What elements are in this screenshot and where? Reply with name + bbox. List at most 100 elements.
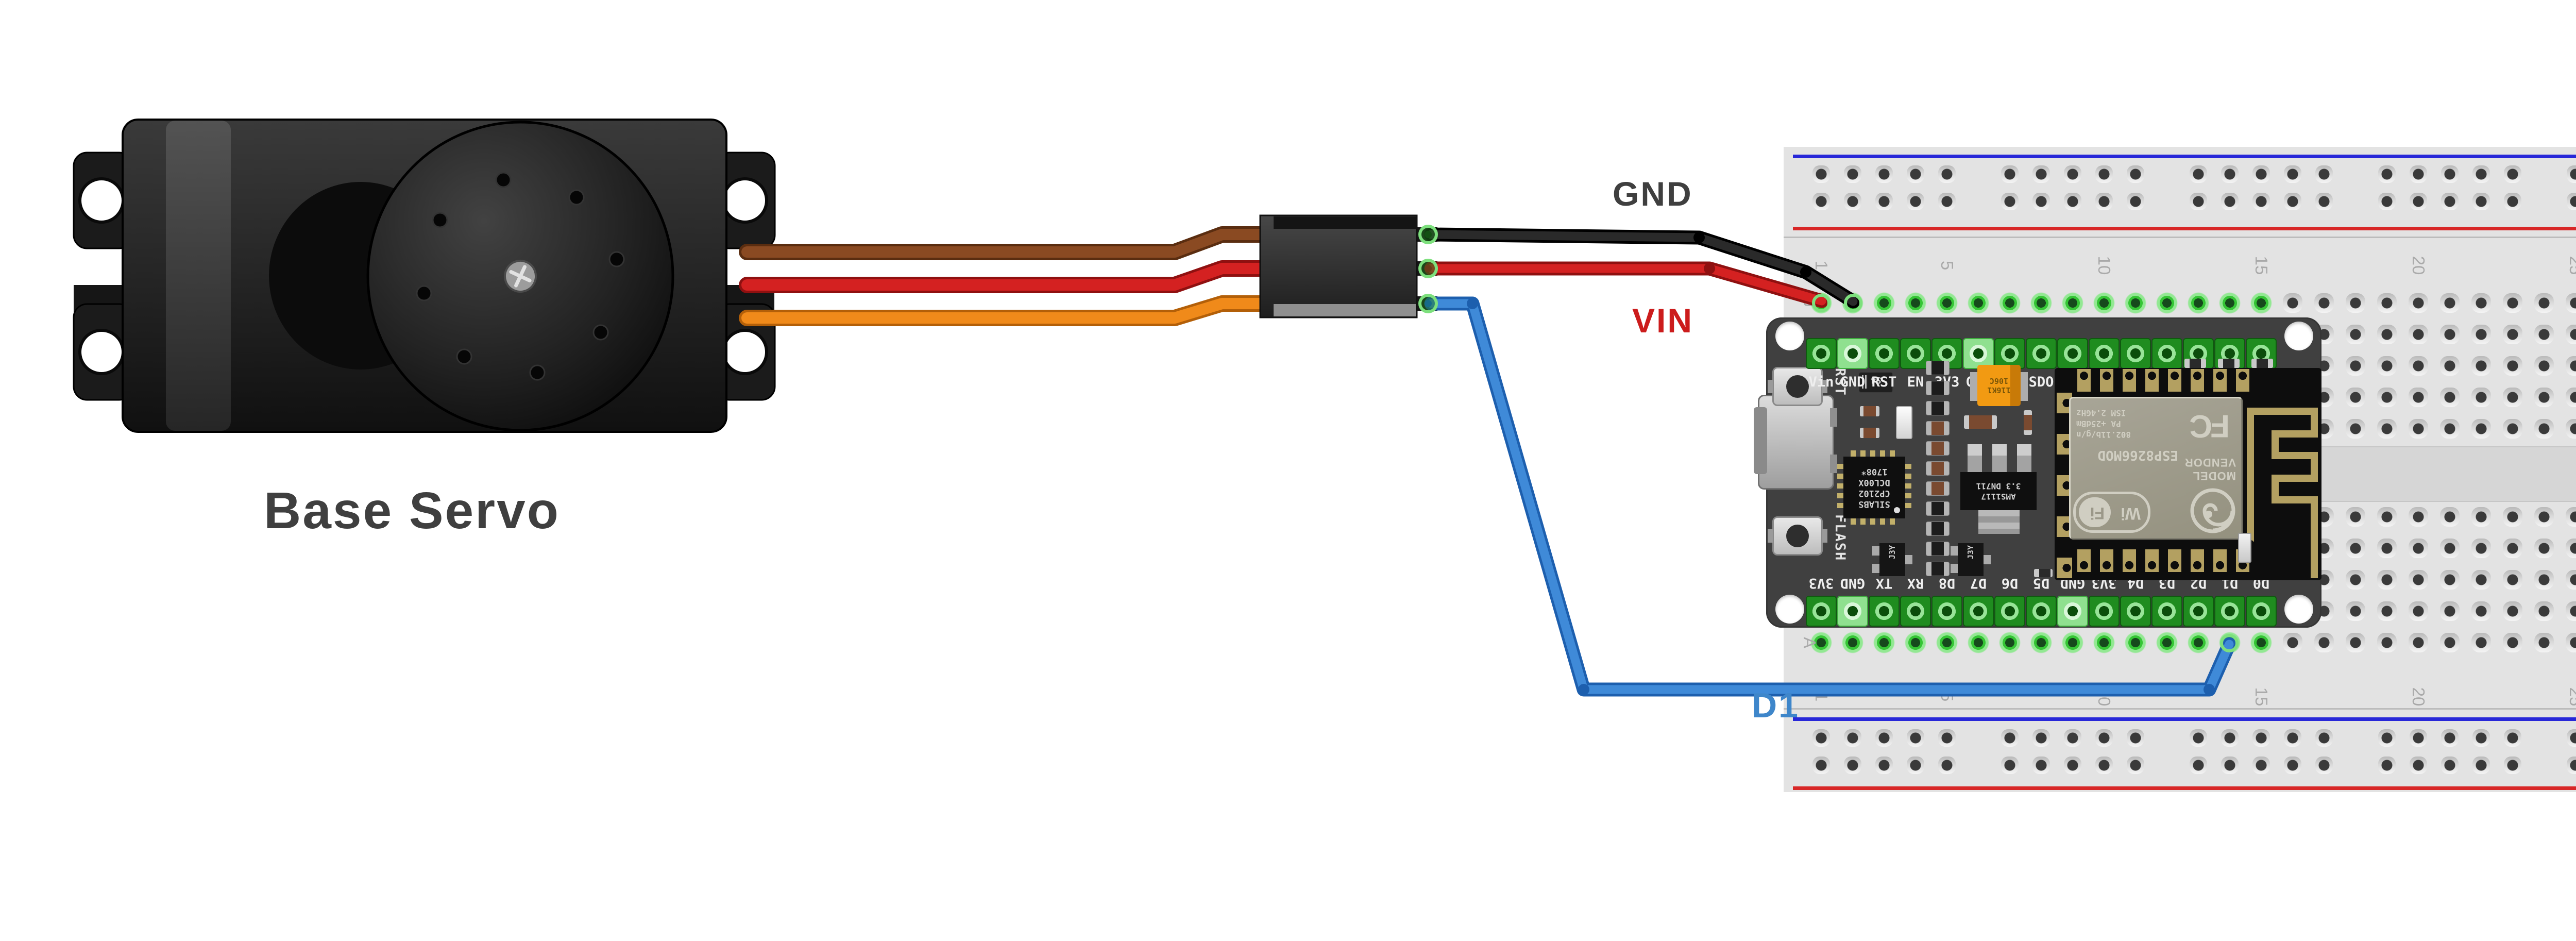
smd-component <box>2251 359 2273 368</box>
breadboard-hole <box>2314 633 2334 652</box>
breadboard-hole <box>2440 325 2460 344</box>
breadboard-hole <box>2471 570 2491 590</box>
breadboard-rail-hole <box>2378 193 2396 210</box>
breadboard-hole <box>2471 601 2491 621</box>
breadboard-bottom-separator <box>1784 708 2576 710</box>
breadboard-rail-hole <box>2504 193 2521 210</box>
breadboard-rail-hole <box>2441 165 2459 183</box>
breadboard-rail-hole <box>2064 165 2081 183</box>
breadboard-hole <box>2440 601 2460 621</box>
breadboard-rail-hole <box>2001 729 2019 747</box>
breadboard-hole <box>2409 293 2428 313</box>
breadboard-hole <box>2534 507 2554 527</box>
breadboard-rail-hole <box>1875 757 1893 774</box>
breadboard-hole <box>2377 325 2397 344</box>
breadboard-rail-hole <box>2190 729 2207 747</box>
breadboard-rail-hole <box>2410 757 2427 774</box>
breadboard-rail-hole <box>2127 729 2144 747</box>
breadboard-rail-hole <box>2378 757 2396 774</box>
breadboard-hole <box>2566 601 2576 621</box>
breadboard-hole <box>2471 507 2491 527</box>
breadboard-rail-hole <box>2001 193 2019 210</box>
breadboard-rail-hole <box>2567 757 2576 774</box>
breadboard-hole <box>2534 356 2554 376</box>
breadboard-rail-hole <box>2190 757 2207 774</box>
breadboard-hole <box>2283 293 2302 313</box>
breadboard-hole <box>2566 356 2576 376</box>
breadboard-rail-hole <box>2032 165 2050 183</box>
breadboard-hole <box>2503 293 2522 313</box>
breadboard-rail-hole <box>2032 729 2050 747</box>
breadboard-hole <box>2440 388 2460 407</box>
breadboard-rail-hole <box>2315 193 2333 210</box>
breadboard-hole <box>2534 601 2554 621</box>
breadboard-rail-hole <box>2504 757 2521 774</box>
breadboard-rail-hole <box>1875 729 1893 747</box>
breadboard-hole <box>2440 570 2460 590</box>
breadboard-hole <box>2566 419 2576 439</box>
breadboard-rail-hole <box>2315 165 2333 183</box>
breadboard-hole <box>2346 356 2365 376</box>
breadboard-hole <box>2566 293 2576 313</box>
breadboard-hole <box>2377 539 2397 558</box>
breadboard-hole <box>2471 293 2491 313</box>
breadboard-rail-hole <box>2095 165 2113 183</box>
breadboard-hole <box>2346 539 2365 558</box>
breadboard-hole <box>2534 539 2554 558</box>
breadboard-hole <box>2346 388 2365 407</box>
breadboard-hole <box>2534 293 2554 313</box>
breadboard-hole <box>2566 633 2576 652</box>
breadboard-hole <box>2566 325 2576 344</box>
breadboard-hole <box>2440 539 2460 558</box>
breadboard-rail-hole <box>2252 165 2270 183</box>
breadboard-rail-hole <box>2315 729 2333 747</box>
breadboard-hole <box>2534 325 2554 344</box>
breadboard-rail-hole <box>2410 165 2427 183</box>
breadboard-rail-hole <box>2127 193 2144 210</box>
breadboard-hole <box>2503 570 2522 590</box>
breadboard-rail-hole <box>2284 165 2301 183</box>
breadboard-rail-hole <box>2284 193 2301 210</box>
breadboard-hole <box>2377 388 2397 407</box>
breadboard-rail-hole <box>2441 757 2459 774</box>
breadboard-hole <box>2503 633 2522 652</box>
breadboard-hole <box>2534 633 2554 652</box>
breadboard-rail-hole <box>1812 165 1830 183</box>
breadboard-hole <box>2566 539 2576 558</box>
breadboard-hole <box>2440 419 2460 439</box>
breadboard-rail-hole <box>1844 193 1861 210</box>
breadboard-hole <box>2377 293 2397 313</box>
breadboard-rail-hole <box>2252 729 2270 747</box>
breadboard-hole <box>2503 419 2522 439</box>
breadboard-rail-hole <box>1907 193 1924 210</box>
breadboard-hole <box>2534 388 2554 407</box>
breadboard-rail-hole <box>2127 757 2144 774</box>
breadboard-hole <box>2440 507 2460 527</box>
breadboard-rail-hole <box>2221 729 2239 747</box>
breadboard-rail-hole <box>2378 729 2396 747</box>
breadboard-rail-hole <box>2504 729 2521 747</box>
breadboard-bottom-rail-red-line <box>1793 786 2576 790</box>
mounting-hole <box>2284 595 2313 624</box>
breadboard-hole-connected <box>2249 631 2273 654</box>
breadboard-hole <box>2346 507 2365 527</box>
breadboard-hole <box>2409 570 2428 590</box>
gnd-wire-label: GND <box>1613 175 1693 213</box>
breadboard-top-rail-red-line <box>1793 227 2576 230</box>
breadboard-rail-hole <box>1844 729 1861 747</box>
breadboard-hole <box>2440 293 2460 313</box>
breadboard-hole <box>2409 419 2428 439</box>
breadboard-hole <box>2503 539 2522 558</box>
breadboard-rail-hole <box>2472 757 2490 774</box>
breadboard-rail-hole <box>1812 193 1830 210</box>
breadboard-rail-hole <box>1907 729 1924 747</box>
breadboard-rail-hole <box>2284 757 2301 774</box>
breadboard-hole <box>2566 507 2576 527</box>
breadboard-rail-hole <box>2127 165 2144 183</box>
breadboard-rail-hole <box>2567 193 2576 210</box>
pin-pad-D0 <box>2246 596 2277 627</box>
breadboard-rail-hole <box>1938 729 1956 747</box>
breadboard-hole <box>2409 633 2428 652</box>
breadboard-rail-hole <box>2472 193 2490 210</box>
